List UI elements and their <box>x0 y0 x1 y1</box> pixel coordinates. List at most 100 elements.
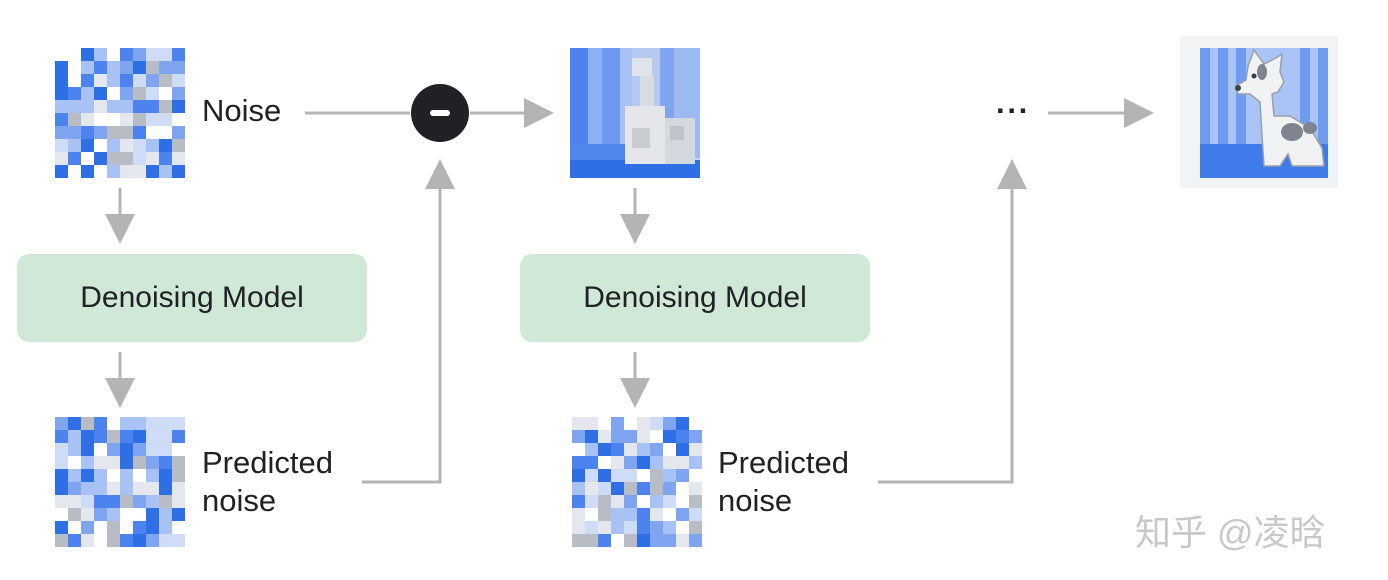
noise-pixel <box>611 469 624 482</box>
noise-pixel <box>159 534 172 547</box>
noise-pixel <box>120 61 133 74</box>
noise-pixel <box>172 152 185 165</box>
noise-pixel <box>689 534 702 547</box>
noise-pixel <box>146 126 159 139</box>
noise-pixel <box>676 430 689 443</box>
noise-pixel <box>676 534 689 547</box>
noise-pixel <box>585 430 598 443</box>
noise-pixel <box>172 139 185 152</box>
noise-pixel <box>94 443 107 456</box>
noise-pixel <box>94 152 107 165</box>
noise-pixel <box>133 469 146 482</box>
noise-pixel <box>94 456 107 469</box>
noise-pixel <box>133 495 146 508</box>
noise-pixel <box>650 495 663 508</box>
noise-pixel <box>107 443 120 456</box>
noise-pixel <box>172 469 185 482</box>
noise-pixel <box>68 430 81 443</box>
noise-pixel <box>146 521 159 534</box>
noise-pixel <box>585 521 598 534</box>
noise-pixel <box>689 508 702 521</box>
noise-pixel <box>676 482 689 495</box>
noise-pixel <box>598 443 611 456</box>
noise-pixel <box>585 534 598 547</box>
noise-pixel <box>68 495 81 508</box>
noise-pixel <box>624 534 637 547</box>
noise-pixel <box>624 456 637 469</box>
noise-pixel <box>107 113 120 126</box>
noise-pixel <box>55 113 68 126</box>
noise-pixel <box>146 100 159 113</box>
noise-pixel <box>572 495 585 508</box>
noise-pixel <box>585 495 598 508</box>
noise-pixel <box>663 469 676 482</box>
noise-pixel <box>107 456 120 469</box>
noise-pixel <box>637 508 650 521</box>
noise-pixel <box>159 87 172 100</box>
noise-pixel <box>572 430 585 443</box>
noise-pixel <box>81 521 94 534</box>
denoising-model-box-1: Denoising Model <box>17 254 367 342</box>
noise-pixel <box>107 521 120 534</box>
noise-pixel <box>133 139 146 152</box>
noise-pixel <box>120 430 133 443</box>
noise-pixel <box>159 430 172 443</box>
noise-pixel <box>94 74 107 87</box>
noise-pixel <box>55 87 68 100</box>
noise-pixel <box>624 482 637 495</box>
noise-pixel <box>146 165 159 178</box>
noise-pixel <box>55 430 68 443</box>
noise-pixel <box>133 165 146 178</box>
noise-pixel <box>81 495 94 508</box>
noise-pixel <box>120 139 133 152</box>
noise-pixel <box>120 152 133 165</box>
noise-pixel <box>650 469 663 482</box>
noise-pixel <box>172 521 185 534</box>
noise-pixel <box>650 456 663 469</box>
noise-pixel <box>689 521 702 534</box>
noise-pixel <box>598 534 611 547</box>
noise-pixel <box>159 456 172 469</box>
arrow-predicted-2-to-ellipsis <box>878 159 1027 484</box>
noise-pixel <box>637 469 650 482</box>
noise-pixel <box>572 508 585 521</box>
noise-pixel <box>107 508 120 521</box>
noise-pixel <box>133 87 146 100</box>
noise-pixel <box>146 508 159 521</box>
noise-pixel <box>159 521 172 534</box>
noise-pixel <box>159 74 172 87</box>
noise-pixel <box>676 456 689 469</box>
noise-pixel <box>107 495 120 508</box>
noise-pixel <box>55 48 68 61</box>
noise-pixel <box>68 534 81 547</box>
noise-pixel <box>81 482 94 495</box>
noise-pixel <box>663 495 676 508</box>
noise-pixel <box>689 482 702 495</box>
noise-pixel <box>172 482 185 495</box>
noise-pixel <box>81 74 94 87</box>
noise-pixel <box>55 139 68 152</box>
noise-pixel <box>146 61 159 74</box>
noise-pixel <box>94 495 107 508</box>
noise-pixel <box>663 456 676 469</box>
noise-pixel <box>55 417 68 430</box>
noise-pixel <box>689 430 702 443</box>
arrow-predicted-1-to-minus <box>362 159 455 484</box>
noise-pixel <box>107 482 120 495</box>
noise-pixel <box>133 456 146 469</box>
predicted-noise-label-2: Predicted noise <box>718 444 849 520</box>
denoising-model-label-1: Denoising Model <box>80 281 304 314</box>
noise-pixel <box>120 495 133 508</box>
denoising-model-label-2: Denoising Model <box>583 281 807 314</box>
noise-pixel <box>146 113 159 126</box>
noise-pixel <box>133 152 146 165</box>
noise-pixel <box>172 443 185 456</box>
noise-pixel <box>159 417 172 430</box>
noise-pixel <box>81 152 94 165</box>
noise-pixel <box>68 456 81 469</box>
noise-pixel <box>689 417 702 430</box>
noise-pixel <box>159 152 172 165</box>
noise-pixel <box>172 430 185 443</box>
noise-pixel <box>81 469 94 482</box>
